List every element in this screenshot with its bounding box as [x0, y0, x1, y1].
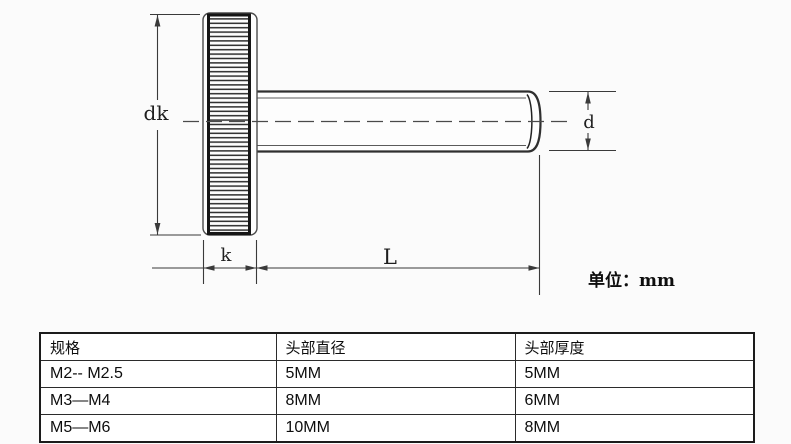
unit-note: 单位：mm [588, 270, 675, 291]
k-L-dimensions: k L [152, 155, 541, 295]
k-label: k [221, 245, 233, 266]
arrow-left-icon [203, 265, 215, 271]
table-row: M3—M4 8MM 6MM [39, 387, 755, 415]
cell-head-thickness: 8MM [514, 414, 755, 443]
col-header-spec: 规格 [39, 332, 277, 361]
arrow-down-icon [585, 138, 591, 150]
arrow-down-icon [154, 223, 161, 235]
col-header-head-thickness: 头部厚度 [514, 332, 755, 361]
cell-spec: M2-- M2.5 [39, 360, 277, 388]
cell-head-diameter: 8MM [275, 387, 516, 415]
arrow-right-icon [245, 265, 257, 271]
table-row: M5—M6 10MM 8MM [39, 414, 755, 443]
d-dimension: d [549, 90, 616, 152]
cell-head-diameter: 5MM [275, 360, 516, 388]
L-label: L [383, 245, 397, 269]
arrow-up-icon [585, 92, 591, 104]
knurled-head [202, 12, 258, 236]
cell-spec: M5—M6 [39, 414, 277, 443]
cell-head-diameter: 10MM [275, 414, 516, 443]
dk-dimension: dk [144, 13, 201, 236]
col-header-head-diameter: 头部直径 [275, 332, 516, 361]
dk-label: dk [144, 101, 170, 125]
spec-table: 规格 头部直径 头部厚度 M2-- M2.5 5MM 5MM M3—M4 8MM… [39, 332, 755, 443]
cell-head-thickness: 6MM [514, 387, 755, 415]
arrow-up-icon [154, 15, 161, 27]
arrow-left-icon [256, 265, 268, 271]
spec-table-header-row: 规格 头部直径 头部厚度 [39, 332, 755, 361]
table-row: M2-- M2.5 5MM 5MM [39, 360, 755, 388]
cell-head-thickness: 5MM [514, 360, 755, 388]
thumb-screw-diagram: dk d k L 单位：mm [144, 12, 675, 295]
arrow-right-icon [528, 265, 540, 271]
d-label: d [583, 112, 595, 133]
cell-spec: M3—M4 [39, 387, 277, 415]
